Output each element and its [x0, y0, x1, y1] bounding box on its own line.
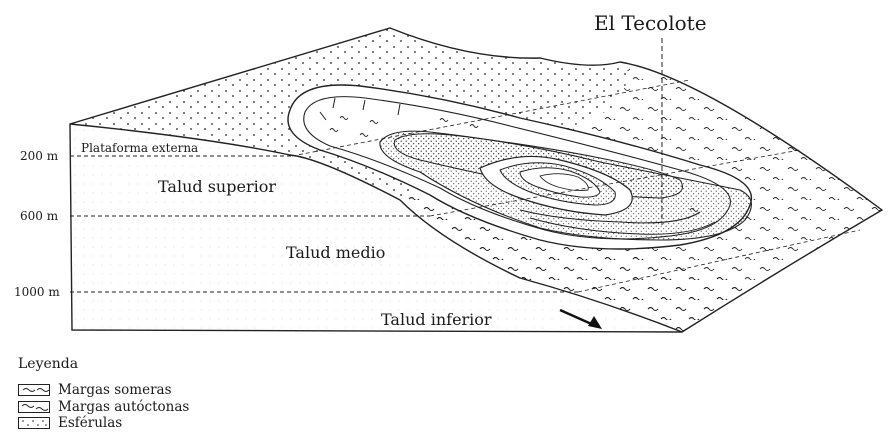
legend-item-margas-someras: Margas someras [18, 382, 189, 399]
legend: Leyenda Margas someras Margas autóctonas… [18, 356, 189, 432]
zone-label-plataforma: Plataforma externa [81, 141, 198, 155]
legend-label: Margas someras [58, 382, 172, 398]
depth-label-200: 200 m [20, 149, 59, 163]
title-label: El Tecolote [594, 11, 707, 35]
dots-swatch-icon [18, 417, 50, 429]
zone-label-talud-superior: Talud superior [158, 177, 276, 196]
zone-label-talud-medio: Talud medio [286, 243, 385, 262]
legend-item-margas-autoctonas: Margas autóctonas [18, 399, 189, 416]
depth-label-1000: 1000 m [14, 285, 60, 299]
legend-title: Leyenda [18, 356, 189, 372]
double-tilde-swatch-icon [18, 401, 50, 413]
legend-label: Margas autóctonas [58, 399, 189, 415]
legend-label: Esférulas [58, 415, 122, 431]
depth-label-600: 600 m [20, 209, 59, 223]
zone-label-talud-inferior: Talud inferior [381, 310, 492, 329]
single-tilde-swatch-icon [18, 384, 50, 396]
legend-item-esferulas: Esférulas [18, 415, 189, 432]
